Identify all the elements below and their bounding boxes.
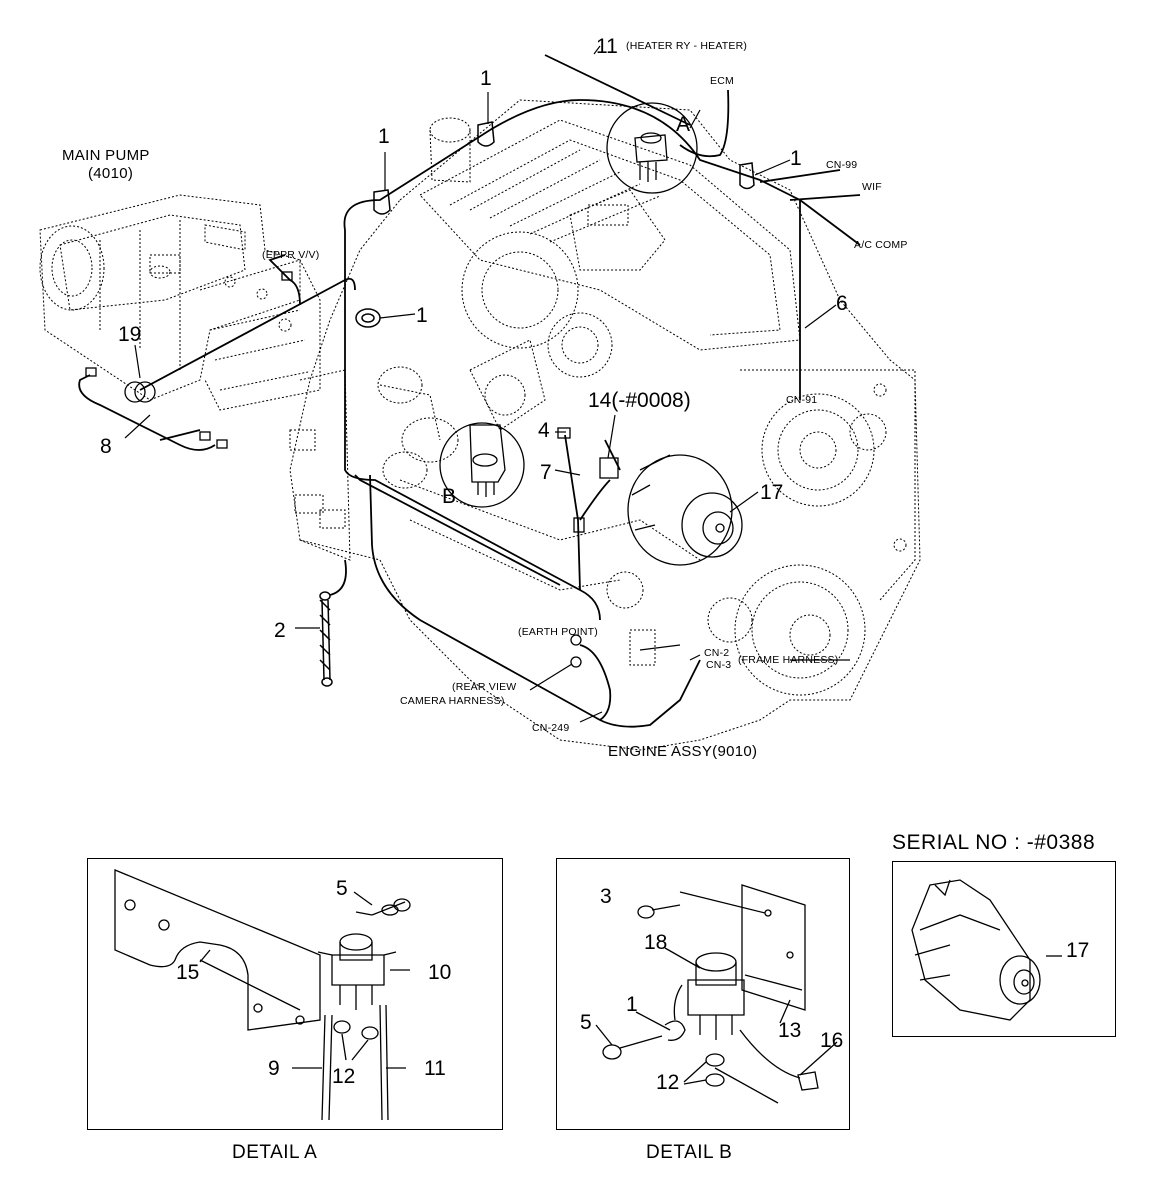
serial-no-label: SERIAL NO : -#0388 — [892, 831, 1096, 854]
detail-a-callout-15: 15 — [176, 961, 200, 984]
main-pump-code: (4010) — [88, 165, 134, 182]
earth-strap — [319, 591, 333, 687]
frame-harness-label: (FRAME HARNESS) — [738, 654, 839, 666]
relay-b-letter: B — [442, 485, 457, 508]
callout-1-mid: 1 — [416, 304, 428, 327]
detail-b-callout-5: 5 — [580, 1011, 592, 1034]
ac-comp-label: A/C COMP — [854, 239, 908, 251]
detail-b-callout-13: 13 — [778, 1019, 802, 1042]
detail-a-caption: DETAIL A — [232, 1142, 318, 1163]
callout-7: 7 — [540, 461, 552, 484]
callout-1-top: 1 — [480, 67, 492, 90]
eppr-label: (EPPR V/V) — [262, 249, 320, 261]
detail-a-box — [87, 858, 503, 1130]
rear-view-label-1: (REAR VIEW — [452, 681, 517, 693]
detail-b-callout-18: 18 — [644, 931, 668, 954]
detail-b-callout-16: 16 — [820, 1029, 844, 1052]
serial-callout-17: 17 — [1066, 939, 1090, 962]
detail-b-callout-1: 1 — [626, 993, 638, 1016]
heater-note: (HEATER RY - HEATER) — [626, 40, 748, 52]
main-pump-label: MAIN PUMP — [62, 147, 150, 164]
detail-a-callout-9: 9 — [268, 1057, 280, 1080]
serial-alternator-drawing — [911, 879, 1062, 1021]
callout-4: 4 — [538, 419, 550, 442]
callout-1-left: 1 — [378, 125, 390, 148]
detail-a-drawing — [114, 869, 411, 1121]
leader-lines — [124, 45, 850, 723]
callout-19: 19 — [118, 323, 142, 346]
alternator-on-engine — [627, 454, 743, 566]
detail-a-callout-12: 12 — [332, 1065, 356, 1088]
callout-8: 8 — [100, 435, 112, 458]
cn3-label: CN-3 — [706, 659, 732, 671]
detail-b-drawing — [595, 884, 838, 1104]
cn2-label: CN-2 — [704, 647, 730, 659]
relay-a-callout-circle — [606, 102, 698, 194]
detail-b-callout-3: 3 — [600, 885, 612, 908]
detail-a-callout-11: 11 — [424, 1057, 446, 1080]
rear-view-label-2: CAMERA HARNESS) — [400, 695, 505, 707]
detail-a-callout-10: 10 — [428, 961, 452, 984]
relay-a-letter: A — [676, 113, 691, 136]
callout-6: 6 — [836, 292, 848, 315]
ecm-label: ECM — [710, 75, 734, 87]
earth-point-label: (EARTH POINT) — [518, 626, 598, 638]
engine-illustration — [289, 99, 921, 751]
detail-b-box — [556, 858, 850, 1130]
serial-no-box — [892, 861, 1116, 1037]
callout-2: 2 — [274, 619, 286, 642]
relay-b-callout-circle — [439, 422, 525, 508]
main-pump-illustration — [39, 194, 321, 411]
cn91-label: CN-91 — [786, 394, 818, 406]
detail-b-callout-12: 12 — [656, 1071, 680, 1094]
connectors — [85, 271, 619, 668]
engine-assy-label: ENGINE ASSY(9010) — [608, 743, 758, 760]
wire-harnesses — [78, 54, 861, 728]
cn249-label: CN-249 — [532, 722, 570, 734]
wif-label: WIF — [862, 181, 882, 193]
cn99-label: CN-99 — [826, 159, 858, 171]
callout-1-right: 1 — [790, 147, 802, 170]
callout-14: 14(-#0008) — [588, 389, 691, 412]
detail-a-callout-5: 5 — [336, 877, 348, 900]
callout-17: 17 — [760, 481, 784, 504]
detail-b-caption: DETAIL B — [646, 1142, 733, 1163]
callout-11: 11 — [596, 35, 618, 58]
